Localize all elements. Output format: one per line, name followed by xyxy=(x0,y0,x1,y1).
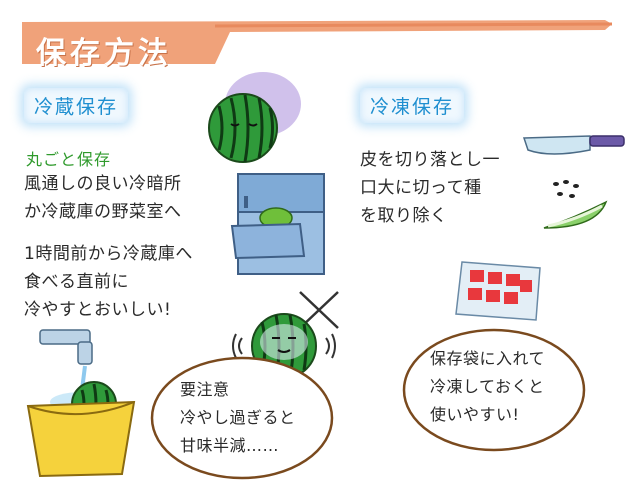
refrigerated-text-1: 風通しの良い冷暗所 か冷蔵庫の野菜室へ xyxy=(24,170,182,226)
knife-icon xyxy=(522,135,625,155)
whole-storage-subhead: 丸ごと保存 xyxy=(26,150,112,169)
text-line: 皮を切り落とし一 xyxy=(360,150,500,170)
text-line: 冷凍しておくと xyxy=(430,377,545,396)
text-line: 1時間前から冷蔵庫へ xyxy=(24,244,193,264)
watermelon-rind-icon xyxy=(543,200,608,229)
frozen-text: 皮を切り落とし一 口大に切って種 を取り除く xyxy=(360,146,500,230)
refrigerator-icon xyxy=(230,173,325,275)
frozen-cubes-icon xyxy=(455,261,541,321)
page-title: 保存方法 xyxy=(36,36,172,71)
text-line: 使いやすい! xyxy=(430,405,520,424)
text-line: 冷やすとおいしい! xyxy=(24,300,172,320)
refrigerated-text-2: 1時間前から冷蔵庫へ 食べる直前に 冷やすとおいしい! xyxy=(24,240,193,324)
text-line: 保存袋に入れて xyxy=(430,349,546,368)
text-line: 口大に切って種 xyxy=(360,178,482,198)
text-line: を取り除く xyxy=(360,206,448,226)
faucet-bucket-icon xyxy=(26,329,136,478)
text-line: か冷蔵庫の野菜室へ xyxy=(24,202,182,222)
text-line: 要注意 xyxy=(180,380,230,399)
text-line: 冷やし過ぎると xyxy=(180,408,296,427)
refrigerated-storage-tag: 冷蔵保存 xyxy=(24,88,129,123)
warning-text: 要注意 冷やし過ぎると 甘味半減…… xyxy=(180,376,296,460)
warning-bubble xyxy=(150,356,334,480)
header-banner xyxy=(22,20,613,64)
frozen-tip-text: 保存袋に入れて 冷凍しておくと 使いやすい! xyxy=(430,345,545,429)
text-line: 甘味半減…… xyxy=(180,436,280,455)
text-line: 風通しの良い冷暗所 xyxy=(24,174,182,194)
frozen-tip-bubble xyxy=(402,328,586,452)
frozen-storage-tag: 冷凍保存 xyxy=(360,88,465,123)
seeds-icon xyxy=(553,180,579,198)
text-line: 食べる直前に xyxy=(24,272,129,292)
watermelon-icon xyxy=(208,72,301,163)
